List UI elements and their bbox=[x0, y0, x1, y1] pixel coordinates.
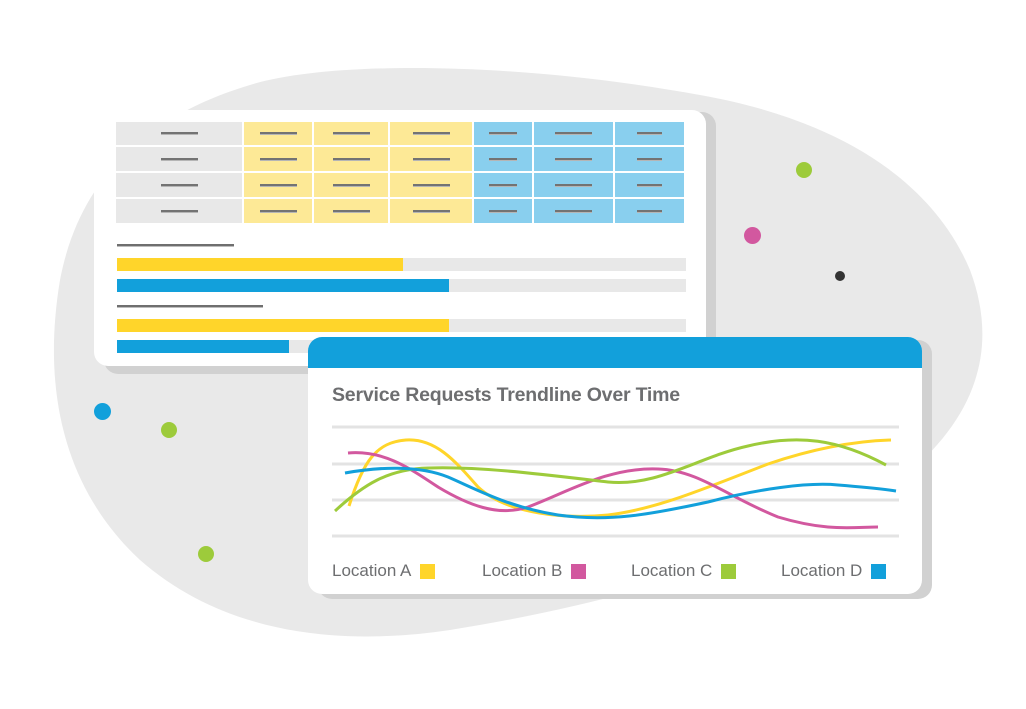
legend-item: Location C bbox=[631, 561, 737, 581]
table-cell bbox=[116, 122, 242, 145]
table-cell bbox=[314, 199, 388, 223]
green-dot-left bbox=[161, 422, 177, 438]
legend-item: Location D bbox=[781, 561, 887, 581]
table-cell bbox=[244, 122, 312, 145]
green-dot-bottom bbox=[198, 546, 214, 562]
placeholder-text-dash bbox=[259, 157, 297, 161]
blue-dot-left bbox=[93, 402, 111, 420]
legend-label: Location C bbox=[631, 561, 713, 580]
placeholder-text-dash bbox=[332, 132, 370, 135]
placeholder-text-dash bbox=[637, 183, 662, 187]
placeholder-text-dash bbox=[489, 209, 517, 213]
table-cell bbox=[314, 173, 388, 197]
table-cell bbox=[534, 147, 613, 171]
line-chart bbox=[332, 425, 899, 538]
placeholder-text-dash bbox=[489, 157, 517, 161]
placeholder-text-dash bbox=[555, 183, 592, 187]
placeholder-text-dash bbox=[412, 209, 450, 213]
placeholder-text-dash bbox=[160, 183, 198, 187]
table-cell bbox=[534, 199, 613, 223]
placeholder-text-dash bbox=[489, 183, 517, 187]
placeholder-text-dash bbox=[637, 209, 662, 213]
table-cell bbox=[244, 147, 312, 171]
chart-card-header bbox=[308, 337, 922, 368]
placeholder-text-dash bbox=[489, 132, 517, 135]
legend-label: Location B bbox=[482, 561, 563, 580]
legend-swatch-icon bbox=[721, 563, 737, 579]
dark-dot bbox=[835, 271, 845, 281]
placeholder-text-dash bbox=[555, 132, 592, 135]
legend-swatch-icon bbox=[571, 563, 587, 579]
placeholder-text-dash bbox=[160, 132, 198, 135]
table-cell bbox=[534, 122, 613, 145]
chart-card: Service Requests Trendline Over Time Loc… bbox=[308, 337, 922, 594]
placeholder-text-dash bbox=[412, 132, 450, 135]
location-a-line bbox=[347, 438, 892, 518]
location-d-line bbox=[344, 466, 897, 520]
placeholder-text-dash bbox=[637, 157, 662, 161]
placeholder-text-dash bbox=[259, 183, 297, 187]
table-cell bbox=[474, 173, 532, 197]
progress-bar-fill bbox=[117, 258, 404, 271]
progress-bar-fill bbox=[117, 279, 450, 292]
table-cell bbox=[116, 147, 242, 171]
table-cell bbox=[474, 122, 532, 145]
progress-bar-fill bbox=[117, 319, 450, 332]
placeholder-text-dash bbox=[332, 183, 370, 187]
legend-item: Location B bbox=[482, 561, 587, 581]
table-cell bbox=[474, 199, 532, 223]
placeholder-text-dash bbox=[555, 157, 592, 161]
bar-label-placeholder bbox=[117, 244, 234, 247]
table-cell bbox=[314, 122, 388, 145]
placeholder-text-dash bbox=[259, 209, 297, 213]
placeholder-text-dash bbox=[259, 132, 297, 135]
table-cell bbox=[390, 147, 472, 171]
table-cell bbox=[615, 173, 684, 197]
table-cell bbox=[390, 122, 472, 145]
placeholder-text-dash bbox=[637, 132, 662, 135]
placeholder-text-dash bbox=[412, 157, 450, 161]
table-cell bbox=[534, 173, 613, 197]
legend-label: Location A bbox=[332, 561, 412, 580]
table-cell bbox=[314, 147, 388, 171]
table-cell bbox=[474, 147, 532, 171]
progress-bar bbox=[117, 258, 686, 271]
placeholder-text-dash bbox=[412, 183, 450, 187]
legend-item: Location A bbox=[332, 561, 436, 581]
table-cell bbox=[116, 173, 242, 197]
table-cell bbox=[244, 199, 312, 223]
table-cell bbox=[615, 122, 684, 145]
placeholder-text-dash bbox=[555, 209, 592, 213]
placeholder-text-dash bbox=[160, 209, 198, 213]
table-cell bbox=[116, 199, 242, 223]
placeholder-text-dash bbox=[332, 157, 370, 161]
table-cell bbox=[390, 199, 472, 223]
progress-bar bbox=[117, 319, 686, 332]
table-cell bbox=[390, 173, 472, 197]
location-c-line bbox=[333, 438, 887, 513]
location-b-line bbox=[347, 451, 879, 530]
table-cell bbox=[615, 199, 684, 223]
placeholder-text-dash bbox=[160, 157, 198, 161]
pink-dot bbox=[743, 226, 761, 244]
legend-swatch-icon bbox=[871, 563, 887, 579]
green-dot-top bbox=[796, 162, 812, 178]
progress-bar-fill bbox=[117, 340, 289, 353]
chart-title: Service Requests Trendline Over Time bbox=[332, 384, 680, 406]
table-cell bbox=[615, 147, 684, 171]
placeholder-text-dash bbox=[332, 209, 370, 213]
progress-bar bbox=[117, 279, 686, 292]
legend-label: Location D bbox=[781, 561, 863, 580]
table-cell bbox=[244, 173, 312, 197]
legend-swatch-icon bbox=[420, 563, 436, 579]
bar-label-placeholder bbox=[117, 305, 263, 308]
